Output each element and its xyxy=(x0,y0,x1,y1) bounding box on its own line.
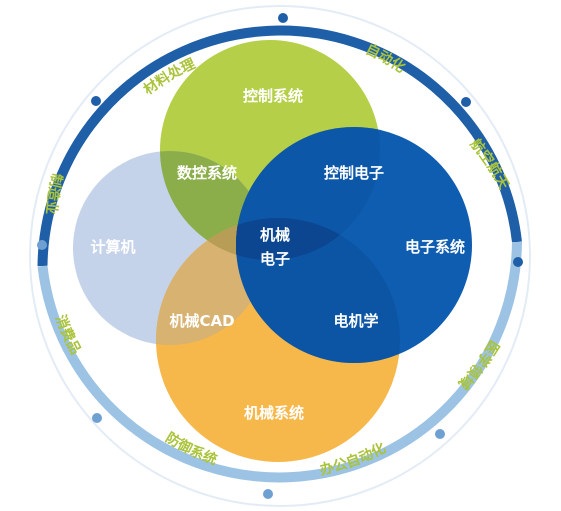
venn-labels: 控制系统 计算机 电子系统 机械系统 数控系统 控制电子 机械CAD 电机学 机… xyxy=(90,87,465,422)
outer-ring-dark-arc xyxy=(37,25,522,267)
label-mechanical-systems: 机械系统 xyxy=(244,404,304,422)
outer-ring xyxy=(29,5,531,507)
label-center-line1: 机械 xyxy=(260,226,290,244)
ring-label-manufacturing: 制造业 xyxy=(42,172,65,216)
label-electromechanics: 电机学 xyxy=(333,312,378,330)
label-mechanical-cad: 机械CAD xyxy=(169,312,234,330)
outer-ring-light-arc xyxy=(37,241,522,483)
label-center-line2: 电子 xyxy=(260,250,290,268)
label-computer: 计算机 xyxy=(90,238,135,256)
label-control-systems: 控制系统 xyxy=(243,87,303,105)
overlap-computer-mechanical xyxy=(156,218,267,345)
label-control-electronics: 控制电子 xyxy=(324,164,384,182)
label-electronic-systems: 电子系统 xyxy=(405,238,465,256)
label-cnc-systems: 数控系统 xyxy=(177,164,237,182)
